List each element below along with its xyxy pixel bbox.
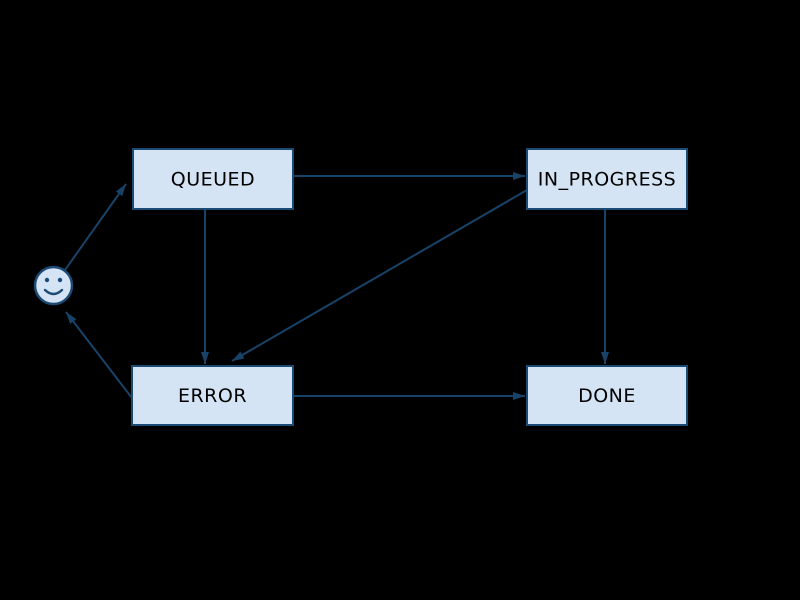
state-node-error: ERROR (131, 365, 294, 426)
state-box-in_progress (526, 148, 688, 210)
state-box-queued (132, 148, 294, 210)
state-node-in_progress: IN_PROGRESS (526, 148, 688, 210)
state-node-done: DONE (526, 365, 688, 426)
edge-in_progress-to-error (231, 189, 528, 362)
state-node-queued: QUEUED (132, 148, 294, 210)
smiley-face-circle (33, 265, 74, 306)
smiley-left-eye (44, 277, 50, 283)
edge-start-to-queued (64, 183, 127, 271)
smiley-mouth (43, 288, 64, 296)
state-label-in_progress: IN_PROGRESS (538, 169, 676, 191)
start-state-smiley-icon (33, 265, 74, 306)
state-label-done: DONE (578, 385, 636, 407)
state-box-done (526, 365, 688, 426)
edge-error-to-start (65, 311, 133, 399)
state-box-error (131, 365, 294, 426)
state-label-error: ERROR (178, 385, 247, 407)
smiley-right-eye (57, 277, 63, 283)
state-label-queued: QUEUED (171, 169, 255, 191)
